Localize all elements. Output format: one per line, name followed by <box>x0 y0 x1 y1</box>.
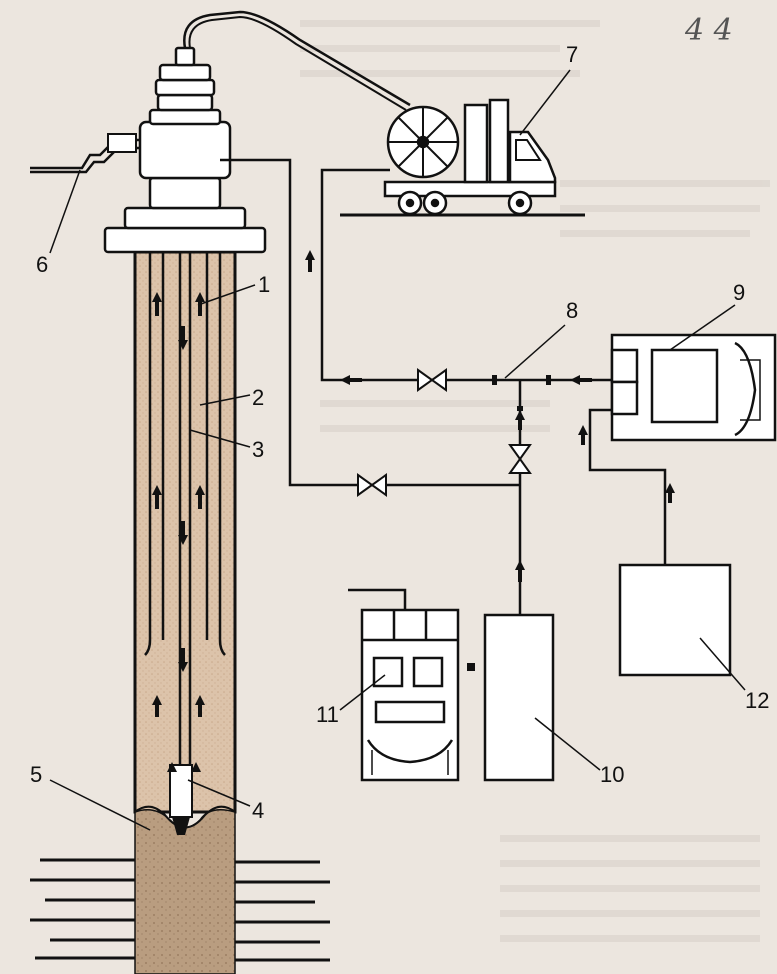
label-4: 4 <box>252 798 264 823</box>
label-6: 6 <box>36 252 48 277</box>
tank-unit <box>483 613 555 782</box>
wellbore-flow-arrows <box>152 292 205 772</box>
label-2: 2 <box>252 385 264 410</box>
label-3: 3 <box>252 437 264 462</box>
label-11: 11 <box>316 702 339 727</box>
label-5: 5 <box>30 762 42 787</box>
label-8: 8 <box>566 298 578 323</box>
control-unit <box>610 333 777 442</box>
pump-unit <box>360 608 460 782</box>
pipe-junctions <box>467 375 551 671</box>
label-9: 9 <box>733 280 745 305</box>
surface-flow-arrows <box>305 250 675 582</box>
background-ghost-text <box>300 20 770 942</box>
tool-nozzle <box>172 817 190 835</box>
label-10: 10 <box>600 762 624 787</box>
valve-lower <box>357 473 387 497</box>
perforations <box>30 858 330 962</box>
handwritten-page-note: 4 4 <box>684 13 733 48</box>
coiled-tubing-line <box>183 10 411 107</box>
label-12: 12 <box>745 688 769 713</box>
label-1: 1 <box>258 272 270 297</box>
wellbore <box>30 250 330 974</box>
downhole-tool <box>169 764 193 818</box>
valve-main <box>417 368 447 392</box>
valve-riser <box>508 444 532 474</box>
unit-12-box <box>618 563 732 677</box>
coiled-tubing-truck <box>340 98 585 217</box>
leader-lines <box>49 69 746 831</box>
label-7: 7 <box>566 42 578 67</box>
wellhead <box>103 46 267 254</box>
